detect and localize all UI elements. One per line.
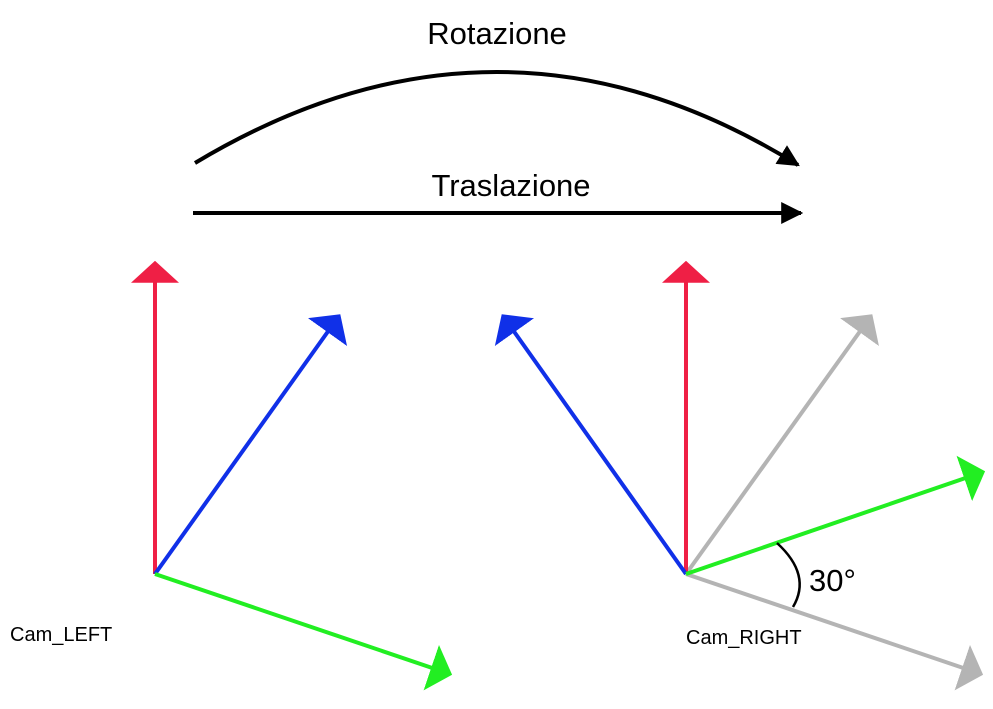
angle-arc [776, 542, 801, 608]
translation-label: Traslazione [431, 168, 590, 203]
cam-right-gray-diagonal-axis [684, 314, 879, 576]
cam-left-blue-axis [153, 314, 348, 576]
angle-label: 30° [809, 563, 856, 598]
cam-right-frame [494, 260, 986, 691]
cam-left-frame [131, 260, 453, 691]
cam-left-label: Cam_LEFT [10, 624, 112, 646]
cam-right-label: Cam_RIGHT [686, 627, 802, 649]
cam-left-green-axis [154, 572, 453, 691]
cam-right-gray-lower-axis [685, 572, 984, 691]
cam-right-blue-axis [494, 314, 688, 576]
rotation-arc-arrow [193, 70, 800, 167]
cam-right-green-axis [685, 455, 986, 576]
rotation-label: Rotazione [427, 16, 567, 51]
